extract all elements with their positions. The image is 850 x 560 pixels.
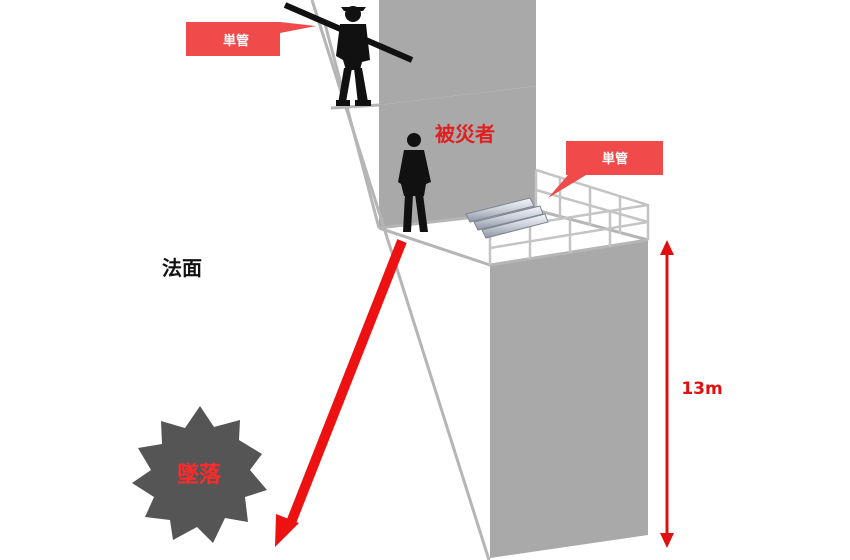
impact-burst-icon [132,406,267,543]
callout-pipe-top: 単管 [186,22,316,56]
callout-pipe-top-label: 単管 [223,33,249,49]
worker-standing-icon [398,133,431,232]
callout-pipe-platform-label: 単管 [602,151,628,167]
callout-pipe-platform: 単管 [548,141,663,198]
pipe-bundle-icon [465,197,549,239]
worker-carrying-pipe-icon [283,2,414,106]
height-dimension-arrow [660,240,674,548]
victim-label: 被災者 [435,122,495,146]
slope-label: 法面 [162,256,202,280]
height-label: 13m [681,379,722,399]
slope-line-right [322,19,381,229]
fall-arrow [275,239,407,547]
upper-wall [379,0,536,105]
fall-label: 墜落 [177,462,222,488]
lower-wall [490,240,648,558]
